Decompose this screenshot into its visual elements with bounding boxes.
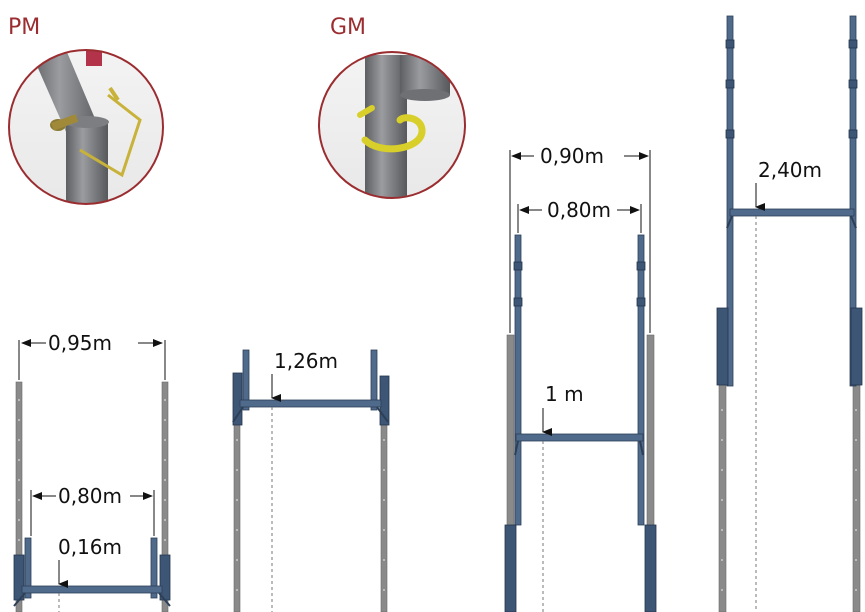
frame-3-height-label: 1 m: [545, 382, 584, 406]
frame-1-inner-right-post: [150, 537, 158, 599]
frame-3: 0,90m 0,80m 1 m: [504, 144, 657, 612]
frame-4-left-post: [718, 384, 727, 612]
frame-3-outer-width-label: 0,90m: [540, 144, 604, 168]
frame-1-inner-left-post: [24, 537, 32, 599]
frame-3-crossbeam: [515, 433, 644, 442]
gm-detail-image: [318, 51, 466, 199]
frame-1-outer-width-label: 0,95m: [48, 331, 112, 355]
detail-title-pm: PM: [8, 15, 40, 40]
frame-3-right-post: [646, 334, 655, 612]
frame-2: 1,26m: [232, 349, 390, 612]
frame-4-height-label: 2,40m: [758, 158, 822, 182]
frame-1-inner-width-label: 0,80m: [58, 484, 122, 508]
frame-3-inner-right-post: [637, 234, 645, 526]
frame-3-inner-left-post: [514, 234, 522, 526]
frame-2-crossbeam: [239, 399, 382, 408]
frame-4: 2,40m: [716, 15, 863, 612]
frame-1-crossbeam: [21, 585, 163, 594]
frame-1-left-post: [15, 381, 23, 612]
frame-3-left-post: [506, 334, 515, 612]
frame-4-right-post: [852, 384, 861, 612]
frame-4-crossbeam: [729, 208, 855, 217]
pm-detail-image: [8, 49, 164, 205]
frame-2-inner-left-post: [242, 349, 250, 411]
frame-4-inner-left-post: [726, 15, 734, 387]
frame-2-height-label: 1,26m: [274, 349, 338, 373]
frame-4-inner-right-post: [849, 15, 857, 387]
frame-2-inner-right-post: [370, 349, 378, 411]
frame-3-inner-width-label: 0,80m: [547, 198, 611, 222]
detail-title-gm: GM: [330, 15, 366, 40]
frame-1-right-post: [161, 381, 169, 612]
frame-1: 0,95m 0,80m 0,16m: [13, 331, 171, 612]
frame-1-height-label: 0,16m: [58, 535, 122, 559]
